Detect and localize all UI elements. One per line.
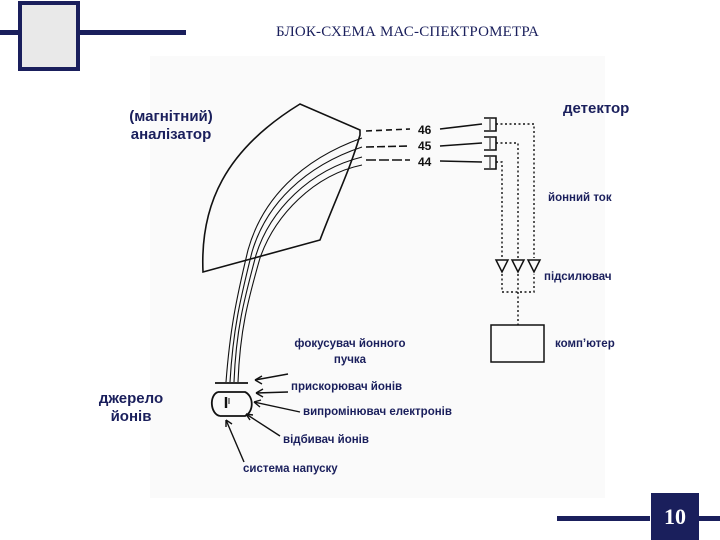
mass-46: 46	[418, 123, 432, 137]
analyzer-label-line2: аналізатор	[130, 126, 212, 143]
amplifier-3	[526, 259, 542, 274]
focuser-label-line1: фокусувач йонного	[294, 338, 406, 350]
accelerator-label: прискорювач йонів	[291, 381, 403, 393]
mass-45: 45	[418, 139, 432, 153]
ion-source-label-line1: джерело	[98, 390, 164, 407]
inlet-system-label: система напуску	[243, 463, 338, 475]
ion-source-label: джерело йонів	[88, 390, 174, 426]
page-number: 10	[651, 493, 699, 540]
computer-box	[490, 324, 545, 363]
header-bar-left	[0, 30, 20, 35]
footer-bar-right	[698, 516, 720, 521]
page-title: БЛОК-СХЕМА МАС-СПЕКТРОМЕТРА	[276, 24, 540, 40]
amplifier-1	[494, 259, 510, 274]
electron-emitter-label: випромінювач електронів	[303, 406, 452, 418]
amplifier-2	[510, 259, 526, 274]
ion-current-label: йонний ток	[548, 192, 612, 204]
magnetic-analyzer-shape	[201, 103, 361, 274]
ion-repeller-label: відбивач йонів	[283, 434, 369, 446]
ion-source-chamber	[210, 391, 253, 417]
university-logo	[18, 1, 80, 71]
focuser-label: фокусувач йонного пучка	[278, 337, 422, 367]
amplifier-label: підсилювач	[544, 271, 612, 283]
footer-bar-left	[557, 516, 650, 521]
ion-source-label-line2: йонів	[110, 408, 152, 425]
header-bar-right	[78, 30, 186, 35]
analyzer-label-line1: (магнітний)	[129, 108, 213, 125]
focuser-label-line2: пучка	[333, 354, 367, 366]
computer-label: комп’ютер	[555, 338, 615, 350]
analyzer-label: (магнітний) аналізатор	[112, 108, 230, 144]
mass-44: 44	[418, 155, 432, 169]
detector-label: детектор	[563, 100, 630, 117]
